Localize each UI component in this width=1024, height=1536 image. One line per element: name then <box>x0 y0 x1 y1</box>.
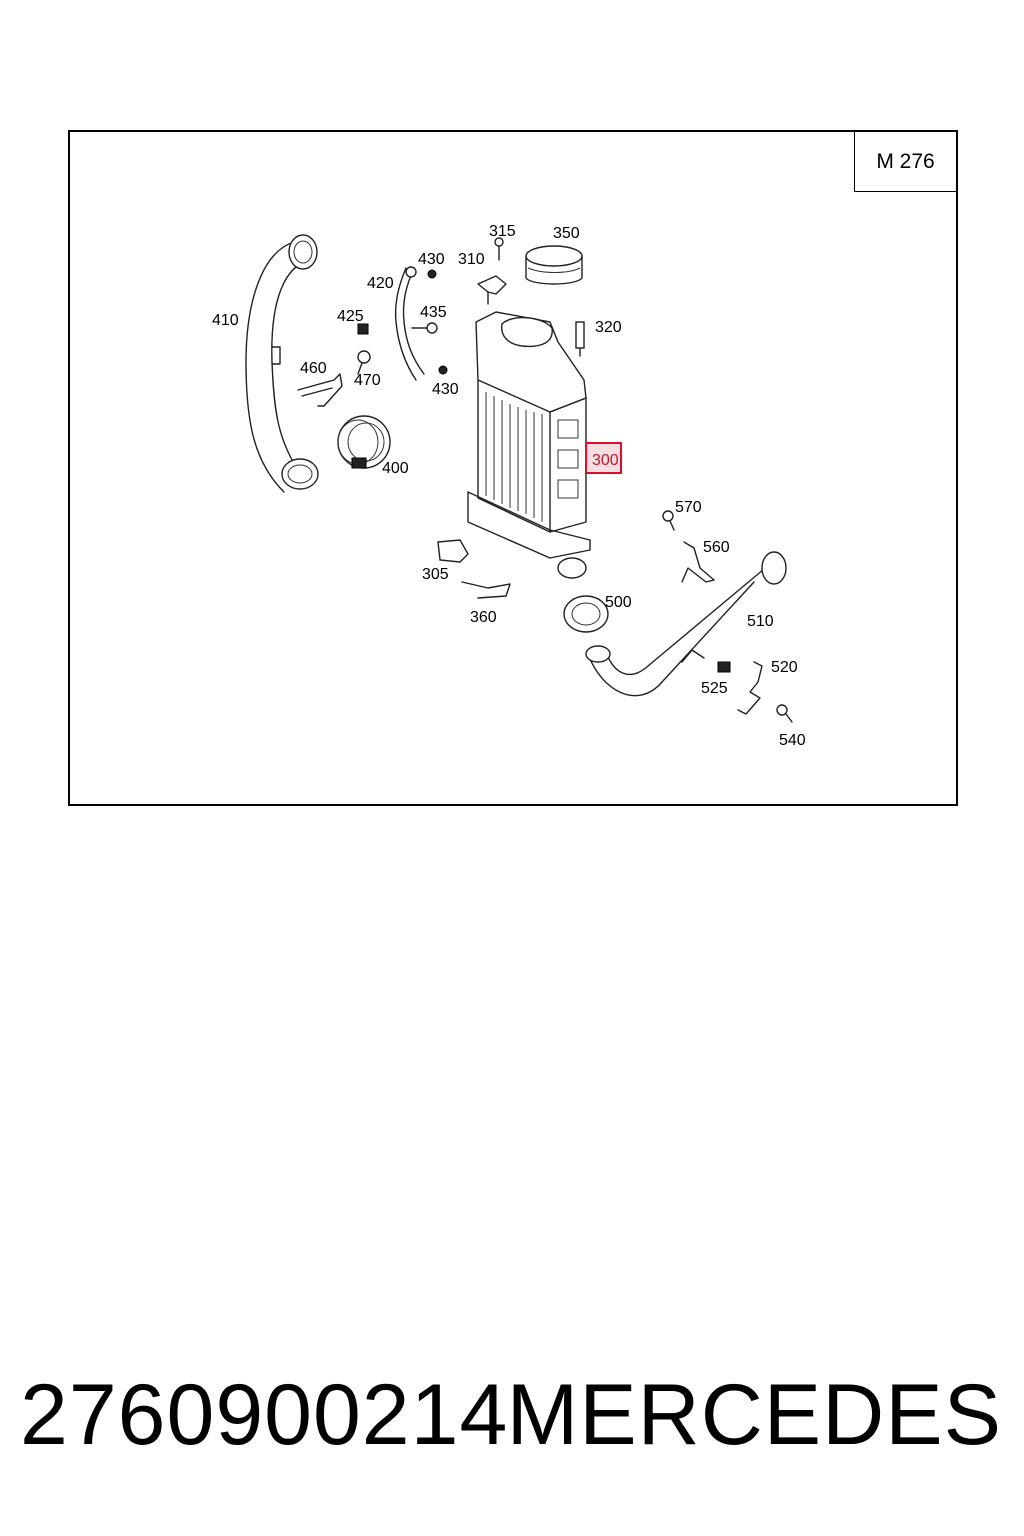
bracket-305-drawing <box>437 539 511 599</box>
callout-430-top[interactable]: 430 <box>418 251 445 268</box>
callout-300[interactable]: 300 <box>592 452 619 469</box>
highlight-box-300 <box>585 442 622 474</box>
callout-310[interactable]: 310 <box>458 251 485 268</box>
callout-400[interactable]: 400 <box>382 460 409 477</box>
callout-560[interactable]: 560 <box>703 539 730 556</box>
parts-diagram-frame: M 276 <box>68 130 958 806</box>
bracket-420-drawing <box>357 266 448 381</box>
callout-350[interactable]: 350 <box>553 225 580 242</box>
callout-510[interactable]: 510 <box>747 613 774 630</box>
callout-540[interactable]: 540 <box>779 732 806 749</box>
parts-diagram-drawing: 315 350 430 310 420 410 425 435 320 460 … <box>212 223 806 749</box>
intercooler-300-drawing <box>467 311 591 579</box>
callout-425[interactable]: 425 <box>337 308 364 325</box>
footer: 2760900214 MERCEDES <box>0 1360 1024 1470</box>
pipe-510-drawing <box>563 551 787 697</box>
bracket-460-drawing <box>297 350 371 407</box>
callout-460[interactable]: 460 <box>300 360 327 377</box>
callout-470[interactable]: 470 <box>354 372 381 389</box>
callout-520[interactable]: 520 <box>771 659 798 676</box>
callout-410[interactable]: 410 <box>212 312 239 329</box>
sleeve-350-drawing <box>525 245 583 285</box>
sensor-320-drawing <box>575 321 585 357</box>
brand-name: MERCEDES <box>506 1367 1002 1463</box>
callout-570[interactable]: 570 <box>675 499 702 516</box>
callout-525[interactable]: 525 <box>701 680 728 697</box>
bracket-560-drawing <box>662 510 715 583</box>
callout-435[interactable]: 435 <box>420 304 447 321</box>
callout-305[interactable]: 305 <box>422 566 449 583</box>
hose-410-drawing <box>245 234 319 493</box>
callout-360[interactable]: 360 <box>470 609 497 626</box>
callout-420[interactable]: 420 <box>367 275 394 292</box>
engine-code-label: M 276 <box>854 132 956 192</box>
sensor-310-drawing <box>477 237 507 305</box>
clamp-400-drawing <box>337 415 391 469</box>
callout-315[interactable]: 315 <box>489 223 516 240</box>
bracket-520-drawing <box>717 661 793 723</box>
callout-320[interactable]: 320 <box>595 319 622 336</box>
callout-500[interactable]: 500 <box>605 594 632 611</box>
callout-430-bottom[interactable]: 430 <box>432 381 459 398</box>
part-number: 2760900214 <box>20 1367 509 1463</box>
